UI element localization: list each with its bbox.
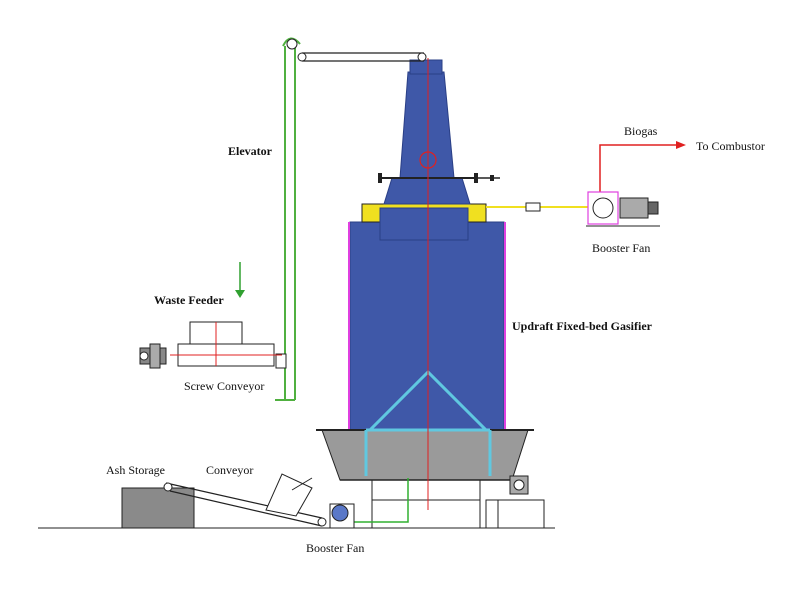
waste-feed-arrowhead xyxy=(235,290,245,298)
ash-chute xyxy=(265,473,313,517)
elevator-head-pulley xyxy=(286,38,298,50)
support-frame xyxy=(371,478,545,529)
shaft-lower xyxy=(383,177,471,205)
ash-chute-arrow xyxy=(291,477,313,491)
top-flange-inner xyxy=(379,207,469,241)
shaft-cap xyxy=(409,59,443,75)
biogas-label: Biogas xyxy=(624,124,658,138)
booster-fan-bottom-label: Booster Fan xyxy=(306,541,364,555)
booster-fan-top-label: Booster Fan xyxy=(592,241,650,255)
bottom-booster-fan xyxy=(329,503,355,529)
ash-storage-bin xyxy=(121,487,195,529)
top-booster-fan xyxy=(586,191,660,227)
elevator-boot xyxy=(275,353,287,369)
feed-shaft xyxy=(399,71,455,179)
air-duct xyxy=(352,478,409,523)
hopper-discharge-motor xyxy=(509,475,529,495)
screw-motor xyxy=(139,343,167,369)
biogas-arrowhead xyxy=(676,141,686,149)
to-combustor-label: To Combustor xyxy=(696,139,765,153)
gas-valve xyxy=(525,202,541,212)
waste-feeder-label: Waste Feeder xyxy=(154,293,224,307)
gasifier-label: Updraft Fixed-bed Gasifier xyxy=(512,319,653,333)
conveyor-label: Conveyor xyxy=(206,463,253,477)
ash-storage-label: Ash Storage xyxy=(106,463,165,477)
elevator-label: Elevator xyxy=(228,144,273,158)
biogas-pipe xyxy=(486,144,680,208)
bucket-elevator xyxy=(275,37,301,401)
top-transfer-conveyor xyxy=(297,52,427,62)
screw-conveyor-label: Screw Conveyor xyxy=(184,379,264,393)
ash-hopper xyxy=(321,429,529,481)
